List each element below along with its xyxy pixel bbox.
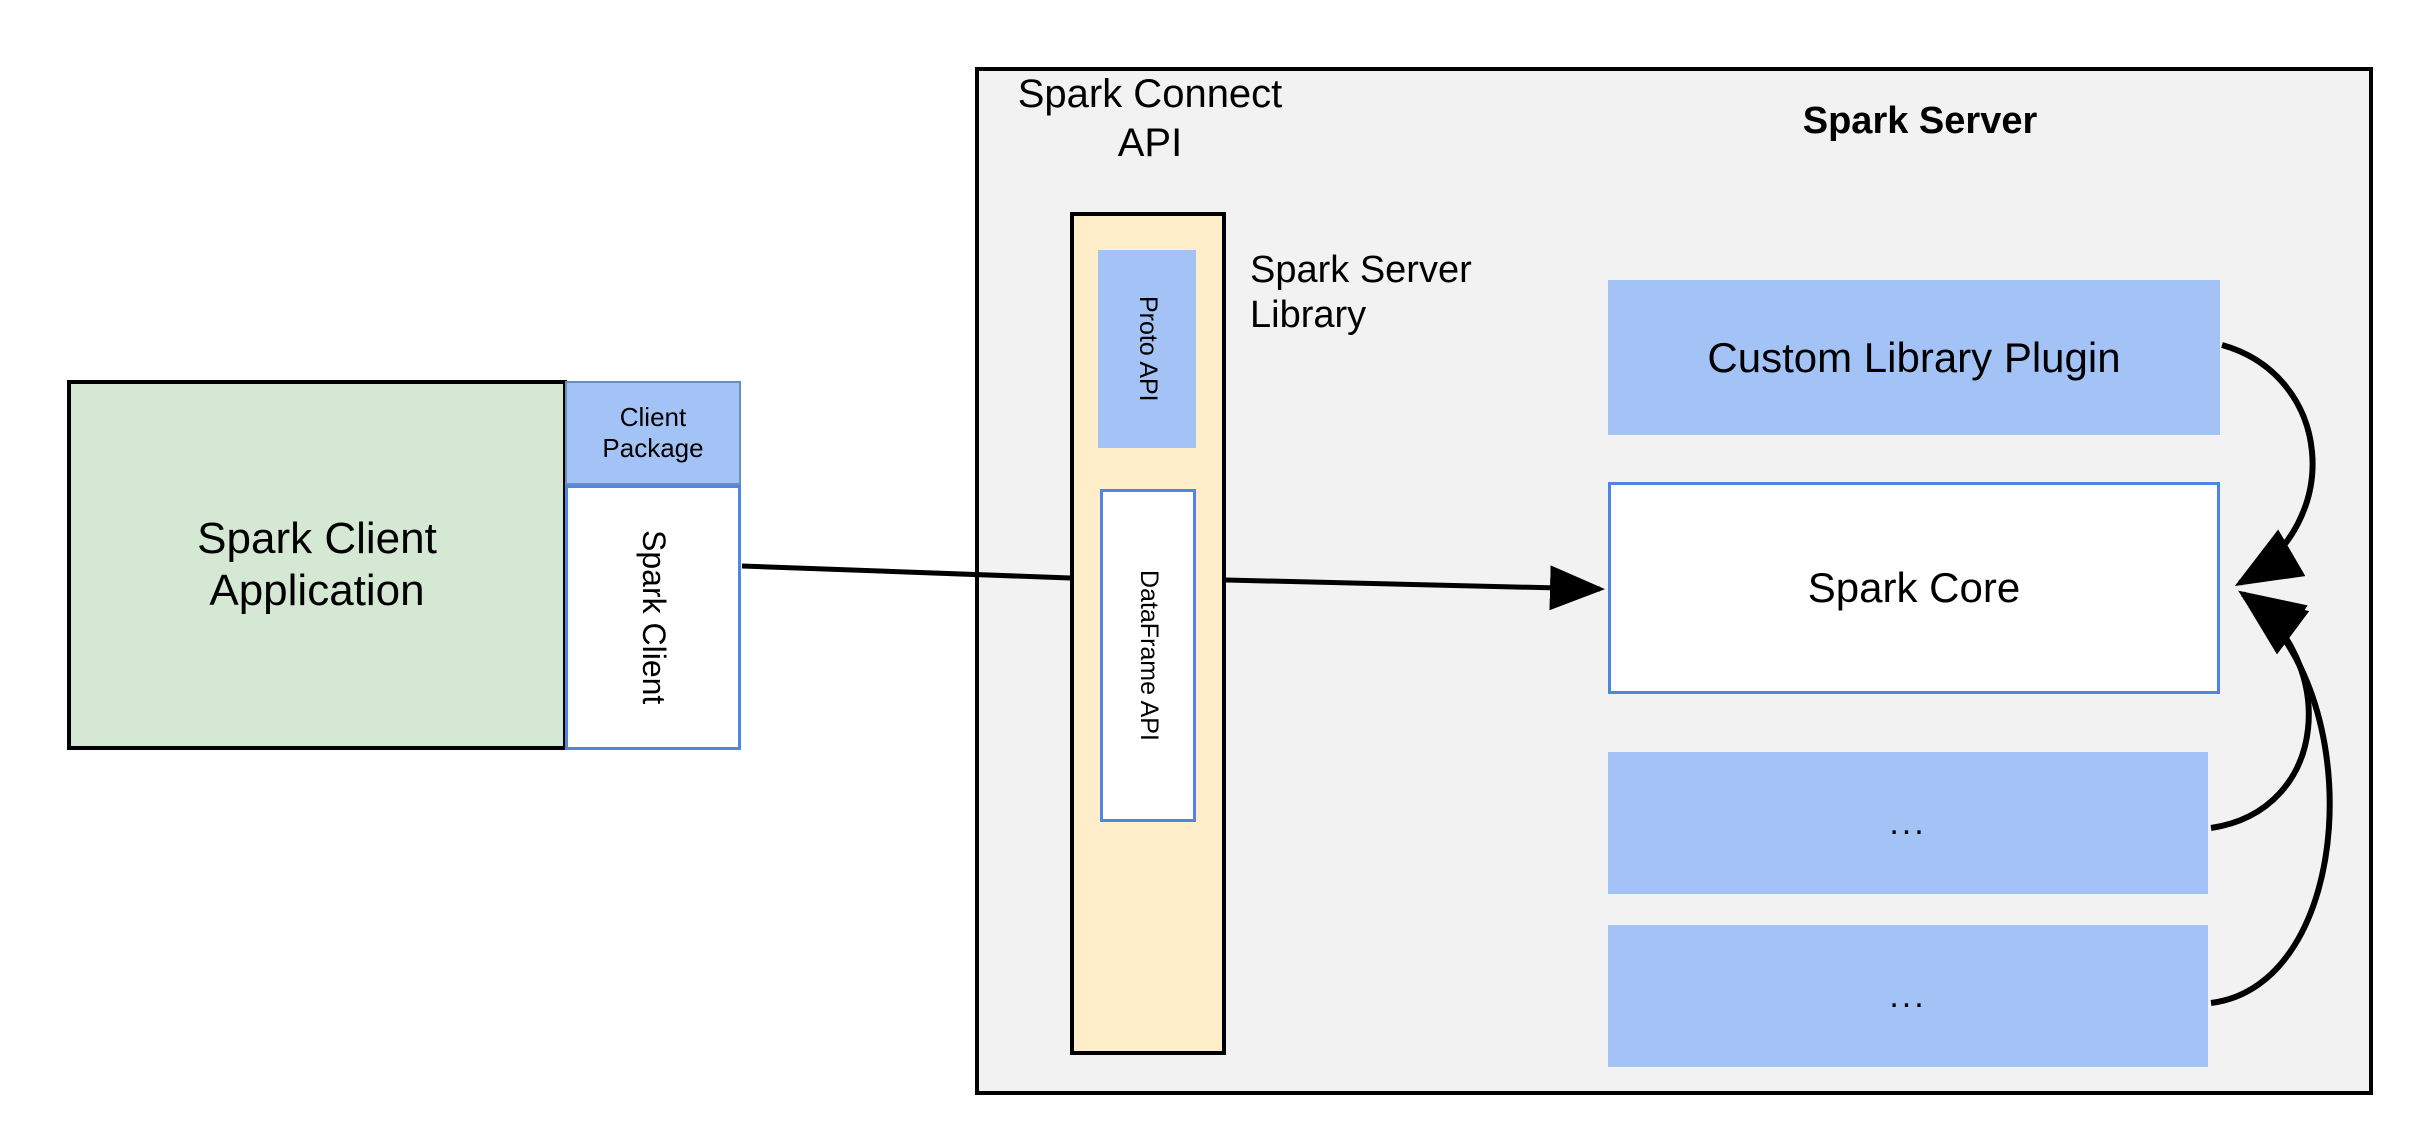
spark-connect-api-title: Spark Connect API [1017,72,1283,165]
custom-library-plugin-box[interactable]: Custom Library Plugin [1608,280,2220,435]
client-package-label: Client Package [602,402,704,463]
spark-server-library-label: Spark Server Library [1250,249,1472,336]
spark-client-box[interactable]: Spark Client [565,485,741,750]
spark-client-label: Spark Client [635,530,672,705]
spark-server-title: Spark Server [1802,100,2038,142]
client-package-box[interactable]: Client Package [565,381,741,485]
spark-client-application-label: Spark Client Application [197,514,437,615]
dataframe-api-label: DataFrame API [1134,570,1163,741]
proto-api-label: Proto API [1133,296,1162,402]
additional-module-box-2[interactable]: ... [1608,925,2208,1067]
spark-client-application-box[interactable]: Spark Client Application [67,380,567,750]
proto-api-box[interactable]: Proto API [1098,250,1196,448]
spark-core-box[interactable]: Spark Core [1608,482,2220,694]
additional-module-box-1[interactable]: ... [1608,752,2208,894]
dataframe-api-box[interactable]: DataFrame API [1100,489,1196,822]
